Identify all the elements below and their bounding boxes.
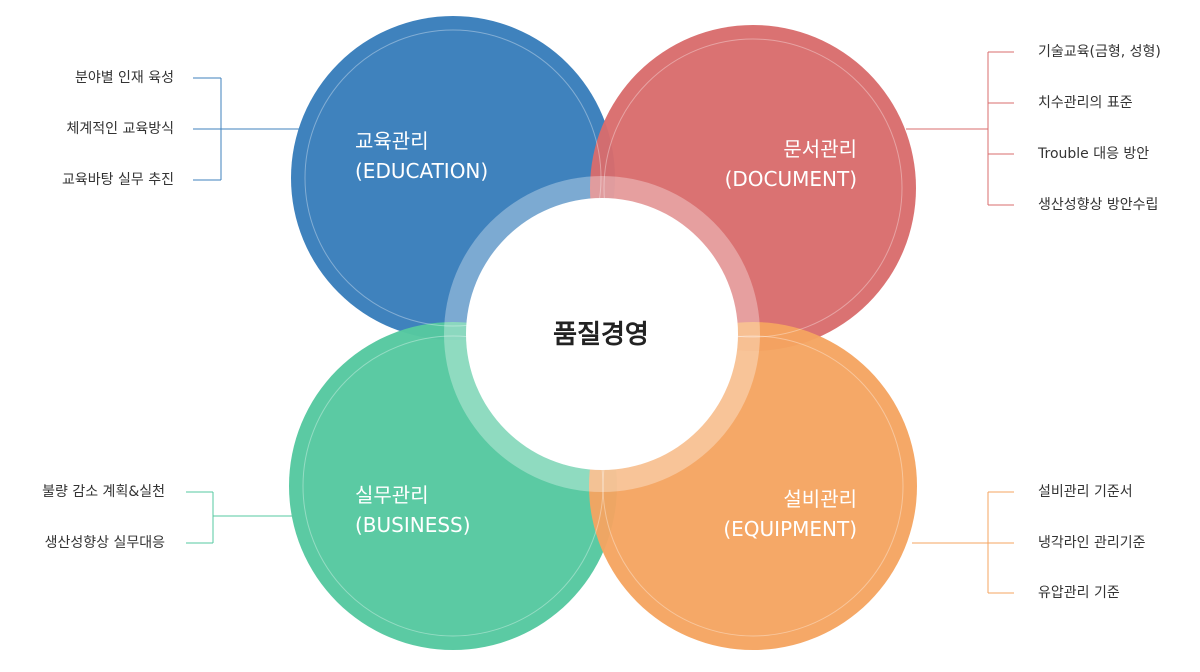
document-item: 생산성향상 방안수립 bbox=[1038, 197, 1159, 213]
center-title: 품질경영 bbox=[553, 320, 649, 350]
equipment-inner-ring bbox=[602, 335, 904, 637]
document-inner-ring bbox=[603, 38, 903, 338]
document-item: Trouble 대응 방안 bbox=[1038, 146, 1150, 162]
equipment-title: 설비관리 (EQUIPMENT) bbox=[723, 484, 857, 544]
document-connectors bbox=[906, 51, 1014, 206]
business-item: 생산성향상 실무대응 bbox=[44, 535, 165, 551]
document-title: 문서관리 (DOCUMENT) bbox=[725, 134, 857, 194]
education-connectors bbox=[193, 77, 300, 181]
center-disc bbox=[466, 198, 738, 470]
equipment-item: 냉각라인 관리기준 bbox=[1038, 535, 1146, 551]
document-title-line2: (DOCUMENT) bbox=[724, 167, 857, 191]
document-item: 치수관리의 표준 bbox=[1038, 95, 1133, 111]
education-title-line2: (EDUCATION) bbox=[355, 159, 489, 183]
education-title-line1: 교육관리 bbox=[355, 129, 429, 153]
business-title-line2: (BUSINESS) bbox=[355, 513, 471, 537]
education-title: 교육관리 (EDUCATION) bbox=[355, 126, 488, 186]
equipment-item: 설비관리 기준서 bbox=[1038, 484, 1133, 500]
education-item: 교육바탕 실무 추진 bbox=[62, 172, 174, 188]
business-item: 불량 감소 계획&실천 bbox=[42, 484, 165, 500]
business-inner-ring bbox=[302, 335, 604, 637]
education-item: 체계적인 교육방식 bbox=[66, 121, 175, 137]
document-title-line1: 문서관리 bbox=[783, 137, 857, 161]
equipment-connectors bbox=[912, 491, 1014, 594]
business-connectors bbox=[186, 491, 292, 544]
education-item: 분야별 인재 육성 bbox=[74, 70, 174, 86]
equipment-title-line2: (EQUIPMENT) bbox=[723, 517, 857, 541]
equipment-item: 유압관리 기준 bbox=[1038, 585, 1120, 601]
education-inner-ring bbox=[304, 29, 602, 327]
document-item: 기술교육(금형, 성형) bbox=[1038, 44, 1161, 60]
equipment-title-line1: 설비관리 bbox=[783, 487, 857, 511]
business-title: 실무관리 (BUSINESS) bbox=[355, 480, 471, 540]
business-title-line1: 실무관리 bbox=[355, 483, 429, 507]
